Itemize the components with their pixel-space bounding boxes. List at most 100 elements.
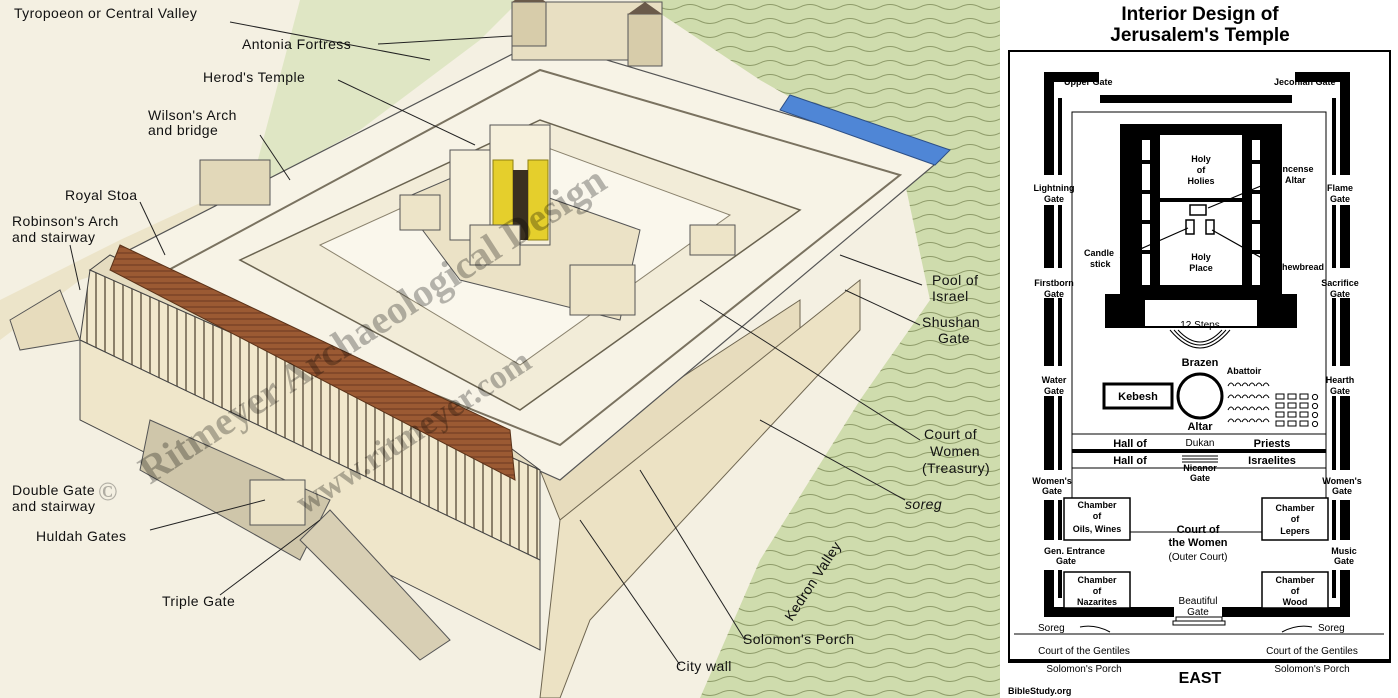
copyright-symbol: © bbox=[98, 477, 117, 506]
label-hearth-2: Gate bbox=[1330, 386, 1350, 396]
abattoir-ring bbox=[1235, 395, 1241, 398]
abattoir-ring bbox=[1242, 383, 1248, 386]
abattoir-ring bbox=[1242, 419, 1248, 422]
label-shushan-2: Gate bbox=[938, 330, 970, 346]
abattoir-ring bbox=[1235, 407, 1241, 410]
label-lightning-2: Gate bbox=[1044, 194, 1064, 204]
label-altar: Altar bbox=[1187, 421, 1213, 433]
label-sacrifice-1: Sacrifice bbox=[1321, 278, 1359, 288]
label-dukan: Dukan bbox=[1186, 438, 1215, 449]
abattoir-table bbox=[1312, 394, 1317, 399]
antonia-tower-east bbox=[628, 14, 662, 66]
abattoir-table bbox=[1276, 403, 1284, 408]
label-kebesh: Kebesh bbox=[1118, 391, 1158, 403]
twelve-steps-arcs bbox=[1170, 330, 1230, 348]
label-antonia: Antonia Fortress bbox=[242, 36, 351, 52]
abattoir-ring bbox=[1228, 419, 1234, 422]
label-tyropoeon: Tyropoeon or Central Valley bbox=[14, 5, 197, 21]
label-shushan-1: Shushan bbox=[922, 314, 980, 330]
label-hearth-1: Hearth bbox=[1326, 375, 1355, 385]
label-firstborn-2: Gate bbox=[1044, 289, 1064, 299]
label-robinsons-2: and stairway bbox=[12, 229, 95, 245]
label-beautiful-2: Gate bbox=[1187, 607, 1209, 618]
label-robinsons-1: Robinson's Arch bbox=[12, 213, 119, 229]
label-lepers-1: Chamber bbox=[1275, 503, 1315, 513]
label-lightning-1: Lightning bbox=[1034, 183, 1075, 193]
abattoir-table bbox=[1312, 421, 1317, 426]
label-porch-right: Solomon's Porch bbox=[1274, 664, 1349, 675]
label-gentiles-left: Court of the Gentiles bbox=[1038, 646, 1130, 657]
label-womens-right-2: Gate bbox=[1332, 486, 1352, 496]
temple-mount-illustration: Ritmeyer Archaeological Design www.ritme… bbox=[0, 0, 1000, 698]
abattoir-table bbox=[1288, 394, 1296, 399]
chamber-building-east bbox=[690, 225, 735, 255]
abattoir-table bbox=[1276, 412, 1284, 417]
label-court-1: Court of bbox=[1177, 524, 1220, 536]
abattoir-ring bbox=[1249, 383, 1255, 386]
abattoir-ring bbox=[1228, 383, 1234, 386]
plan-title-1: Interior Design of bbox=[1121, 4, 1279, 25]
label-wood-3: Wood bbox=[1283, 597, 1308, 607]
label-gentiles-right: Court of the Gentiles bbox=[1266, 646, 1358, 657]
label-court-women-1: Court of bbox=[924, 426, 977, 442]
abattoir-ring bbox=[1256, 419, 1262, 422]
label-holy-place-1: Holy bbox=[1191, 252, 1211, 262]
label-east: EAST bbox=[1179, 670, 1222, 687]
antonia-roof-west bbox=[512, 0, 546, 2]
label-gen-entrance-2: Gate bbox=[1056, 556, 1076, 566]
label-wood-1: Chamber bbox=[1275, 575, 1315, 585]
abattoir-ring bbox=[1249, 395, 1255, 398]
abattoir-ring bbox=[1256, 407, 1262, 410]
temple-interior-plan: Interior Design of Jerusalem's Temple bbox=[1000, 0, 1398, 698]
label-pool-2: Israel bbox=[932, 288, 969, 304]
label-triple-gate: Triple Gate bbox=[162, 593, 235, 609]
label-priests: Priests bbox=[1254, 438, 1291, 450]
label-abattoir: Abattoir bbox=[1227, 366, 1262, 376]
beautiful-gate-steps bbox=[1173, 617, 1225, 625]
label-lepers-2: of bbox=[1291, 514, 1300, 524]
label-herods-temple: Herod's Temple bbox=[203, 69, 305, 85]
incense-altar-shape bbox=[1190, 205, 1206, 215]
abattoir-table bbox=[1288, 412, 1296, 417]
plan-title-2: Jerusalem's Temple bbox=[1110, 25, 1289, 46]
label-water-2: Gate bbox=[1044, 386, 1064, 396]
soreg-arrow-right bbox=[1282, 626, 1312, 632]
label-soreg-left: Soreg bbox=[1038, 623, 1065, 634]
abattoir-ring bbox=[1256, 383, 1262, 386]
label-music-2: Gate bbox=[1334, 556, 1354, 566]
label-womens-left-1: Women's bbox=[1032, 476, 1071, 486]
abattoir-ring bbox=[1228, 407, 1234, 410]
label-double-gate-1: Double Gate bbox=[12, 482, 95, 498]
label-holy-of-holies-2: of bbox=[1197, 165, 1206, 175]
abattoir-table bbox=[1300, 412, 1308, 417]
label-solomons-porch: Solomon's Porch bbox=[743, 631, 854, 647]
shewbread-shape bbox=[1206, 220, 1214, 234]
label-court-women-2: Women bbox=[930, 443, 980, 459]
label-wood-2: of bbox=[1291, 586, 1300, 596]
credit-biblestudy: BibleStudy.org bbox=[1008, 686, 1071, 696]
chamber-building-west bbox=[400, 195, 440, 230]
label-wilsons-arch-2: and bridge bbox=[148, 122, 218, 138]
label-holy-of-holies-1: Holy bbox=[1191, 154, 1211, 164]
abattoir-ring bbox=[1263, 419, 1269, 422]
abattoir-ring bbox=[1263, 383, 1269, 386]
label-nazarites-2: of bbox=[1093, 586, 1102, 596]
label-incense-1: Incense bbox=[1280, 164, 1314, 174]
abattoir-ring bbox=[1256, 395, 1262, 398]
illustration-svg: Ritmeyer Archaeological Design www.ritme… bbox=[0, 0, 1000, 698]
label-porch-left: Solomon's Porch bbox=[1046, 664, 1121, 675]
label-oils-3: Oils, Wines bbox=[1073, 524, 1121, 534]
abattoir-ring bbox=[1242, 407, 1248, 410]
label-water-1: Water bbox=[1042, 375, 1067, 385]
label-court-3: (Outer Court) bbox=[1169, 552, 1228, 563]
abattoir-ring bbox=[1235, 419, 1241, 422]
label-nicanor-2: Gate bbox=[1190, 473, 1210, 483]
label-oils-1: Chamber bbox=[1077, 500, 1117, 510]
label-firstborn-1: Firstborn bbox=[1034, 278, 1074, 288]
label-lepers-3: Lepers bbox=[1280, 526, 1310, 536]
abattoir-rings bbox=[1228, 383, 1269, 422]
abattoir-ring bbox=[1235, 383, 1241, 386]
label-womens-left-2: Gate bbox=[1042, 486, 1062, 496]
label-court-2: the Women bbox=[1168, 537, 1227, 549]
abattoir-table bbox=[1312, 412, 1317, 417]
